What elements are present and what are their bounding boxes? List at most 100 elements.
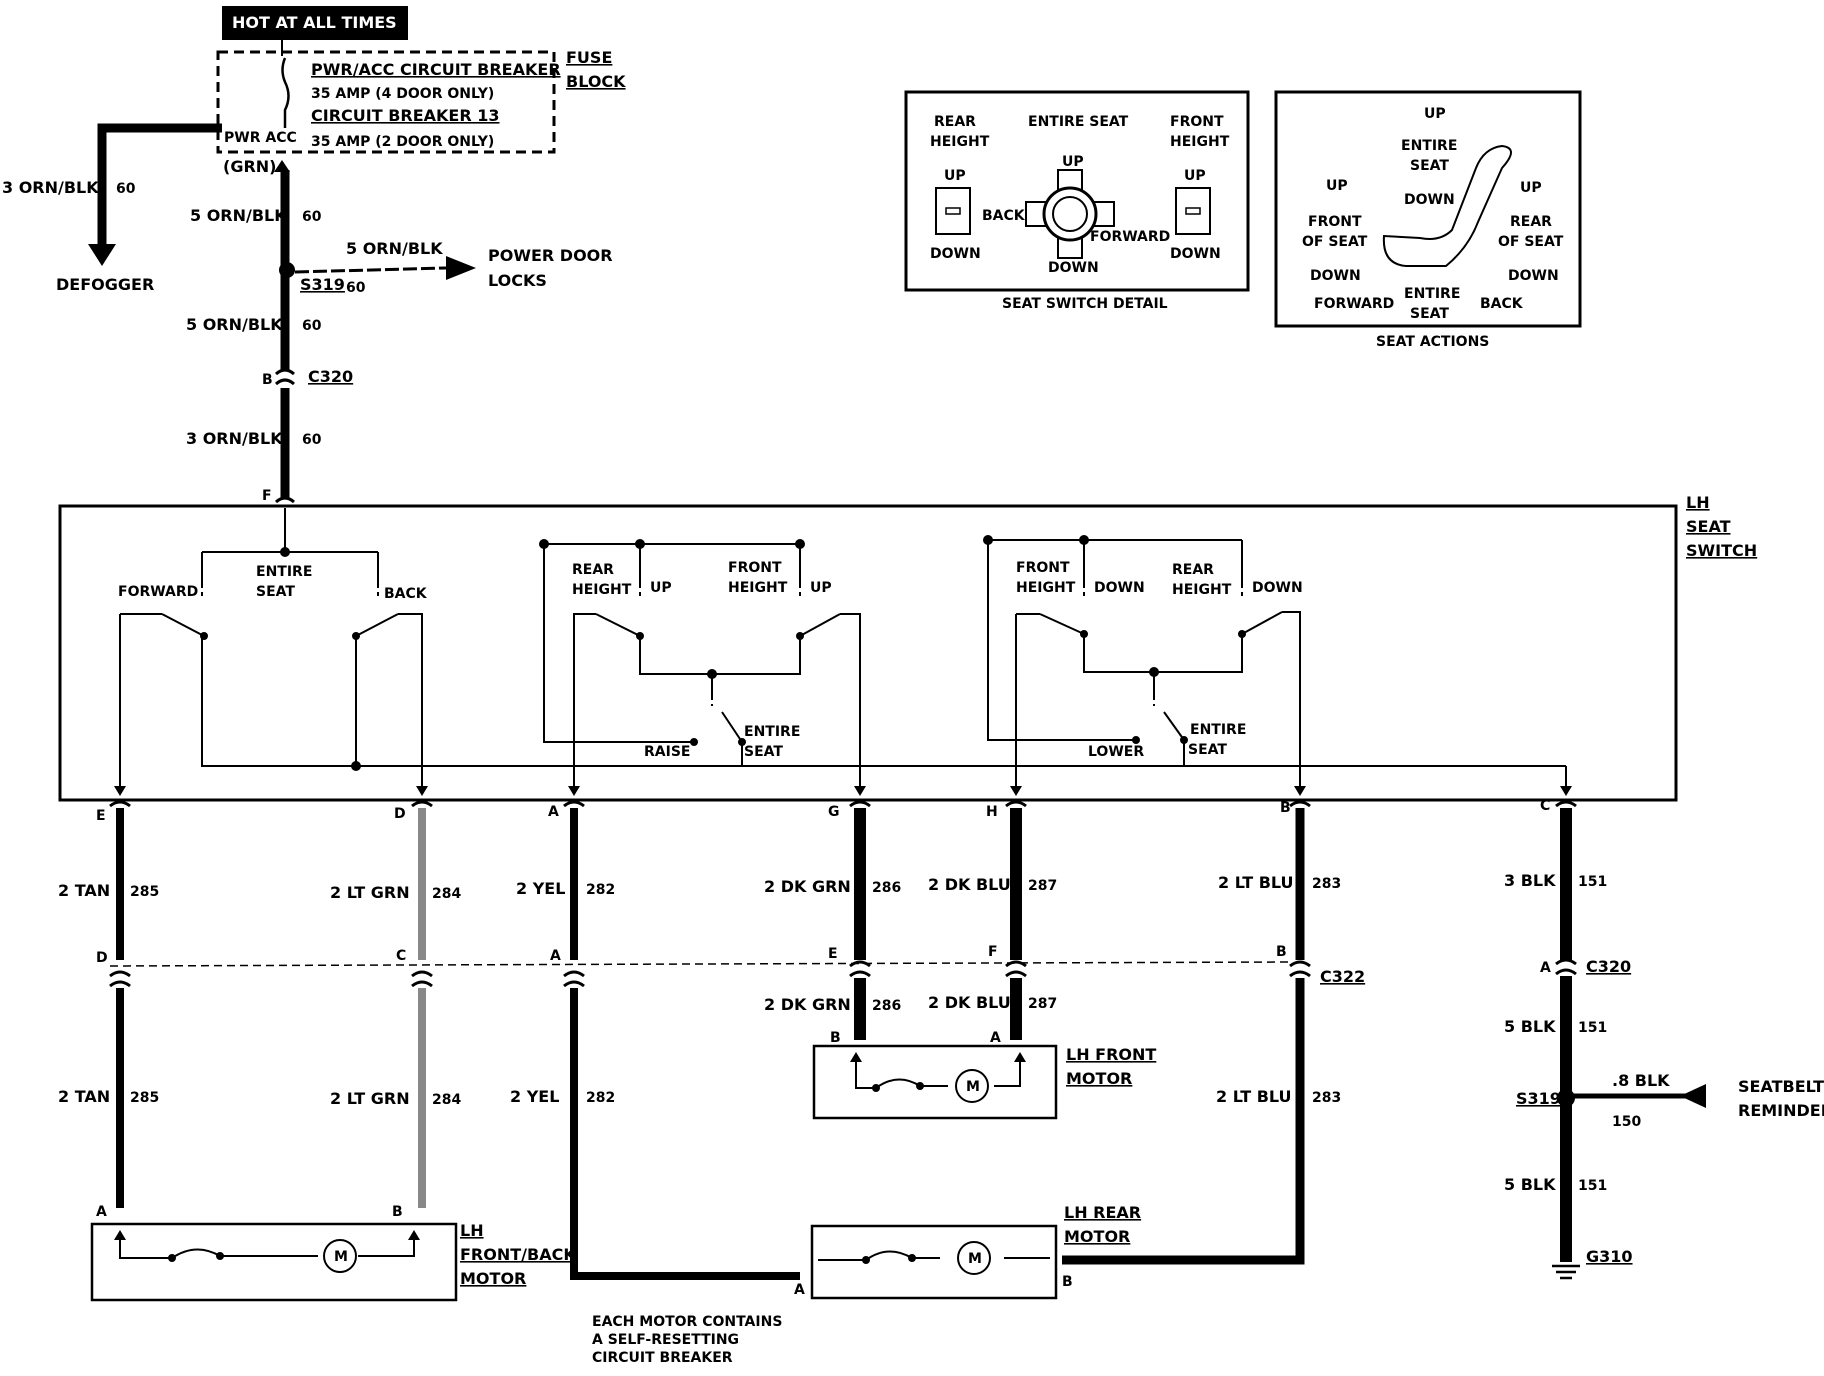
fuse-amp2: 35 AMP (2 DOOR ONLY) (311, 134, 494, 150)
act-entire-bottom: ENTIRE (1404, 286, 1460, 302)
c320-top-label: C320 (308, 367, 353, 386)
fuse-block-box (216, 50, 556, 154)
lh-front-back-motor-box (90, 1222, 458, 1302)
c322-label: C322 (1320, 967, 1365, 986)
sw-seat-3: SEAT (1188, 742, 1227, 758)
s319-lower-label: S319 (1516, 1089, 1561, 1108)
g310-label: G310 (1586, 1247, 1633, 1266)
sw-down-2: DOWN (1252, 580, 1303, 596)
sw-height-4: HEIGHT (1172, 582, 1232, 598)
f-pin: F (262, 488, 272, 504)
c322-pin-b: B (1276, 944, 1287, 960)
blk-ckt-2: 151 (1578, 1020, 1607, 1036)
detail-back: BACK (982, 208, 1026, 224)
c322-pin-c: C (396, 948, 406, 964)
w3-ckt: 60 (302, 432, 322, 448)
ltgrn-label: 2 LT GRN (330, 883, 410, 902)
fuse-block-label-2: BLOCK (566, 72, 626, 91)
yel-ckt-2: 282 (586, 1090, 615, 1106)
seat-outline (1382, 144, 1512, 267)
blk3-label: 3 BLK (1504, 871, 1556, 890)
dkblu-label: 2 DK BLU (928, 875, 1011, 894)
tan-ckt-2: 285 (130, 1090, 159, 1106)
pdl-wire (294, 266, 447, 274)
c320-pin-a: A (1540, 960, 1551, 976)
detail-up-left: UP (944, 168, 966, 184)
switch-down-arrows (114, 786, 1572, 796)
tan-label-2: 2 TAN (58, 1087, 110, 1106)
note-line-2: A SELF-RESETTING (592, 1332, 739, 1348)
front-motor-pin-b: B (830, 1030, 841, 1046)
act-of-seat-right: OF SEAT (1498, 234, 1564, 250)
yel-label: 2 YEL (516, 879, 565, 898)
hot-badge-text: HOT AT ALL TIMES (232, 13, 397, 32)
c322-connector-line (109, 961, 1291, 967)
w2-ckt: 60 (302, 318, 322, 334)
defog-wire-label: 3 ORN/BLK (2, 178, 99, 197)
dkgrn-label: 2 DK GRN (764, 877, 851, 896)
pin-c: C (1540, 798, 1550, 814)
c322-pin-d: D (96, 950, 108, 966)
pdl-arrow (446, 256, 476, 280)
switch-label-3: SWITCH (1686, 541, 1757, 560)
blk-ckt-3: 151 (1578, 1178, 1607, 1194)
pin-d: D (394, 806, 406, 822)
pdl-label-1: POWER DOOR (488, 246, 613, 265)
fb-motor-arrow-a (114, 1230, 126, 1240)
fuse-block-label-1: FUSE (566, 48, 612, 67)
rocker-detail (945, 207, 961, 215)
pin-h: H (986, 804, 998, 820)
dkblu-ckt-2: 287 (1028, 996, 1057, 1012)
fb-motor-internal (119, 1236, 415, 1262)
ground-symbol (1552, 1264, 1580, 1280)
lh-front-motor-box (812, 1044, 1058, 1120)
blk-ckt-1: 151 (1578, 874, 1607, 890)
pin-g: G (828, 804, 840, 820)
switch-label-2: SEAT (1686, 517, 1731, 536)
detail-front-height-2: HEIGHT (1170, 134, 1230, 150)
sw-height-3: HEIGHT (1016, 580, 1076, 596)
ltblu-ckt: 283 (1312, 876, 1341, 892)
ltblu-label-2: 2 LT BLU (1216, 1087, 1292, 1106)
front-motor-m-icon (955, 1069, 989, 1103)
actions-caption: SEAT ACTIONS (1376, 334, 1489, 350)
dkblu-label-2: 2 DK BLU (928, 993, 1011, 1012)
dkblu-ckt: 287 (1028, 878, 1057, 894)
blk5-label-2: 5 BLK (1504, 1175, 1556, 1194)
act-entire-top: ENTIRE (1401, 138, 1457, 154)
front-motor-arrow-a (1014, 1052, 1026, 1062)
sw-forward: FORWARD (118, 584, 198, 600)
ltgrn-label-2: 2 LT GRN (330, 1089, 410, 1108)
sb-label-1: SEATBELT (1738, 1077, 1824, 1096)
sw-front-2: FRONT (1016, 560, 1070, 576)
ltgrn-ckt-2: 284 (432, 1092, 461, 1108)
sb-wire-label: .8 BLK (1612, 1071, 1670, 1090)
dkgrn-label-2: 2 DK GRN (764, 995, 851, 1014)
act-forward: FORWARD (1314, 296, 1394, 312)
rear-motor-m: M (968, 1251, 982, 1267)
blk5-label-1: 5 BLK (1504, 1017, 1556, 1036)
fb-motor-m: M (334, 1249, 348, 1265)
act-down-right: DOWN (1508, 268, 1559, 284)
note-line-3: CIRCUIT BREAKER (592, 1350, 733, 1366)
front-motor-label-1: LH FRONT (1066, 1045, 1156, 1064)
f-connector (275, 496, 295, 504)
fb-motor-label-1: LH (460, 1221, 484, 1240)
act-seat-top: SEAT (1410, 158, 1449, 174)
sw-front-1: FRONT (728, 560, 782, 576)
switch-internal-wiring (119, 508, 1567, 790)
c320-top-connector (275, 368, 295, 386)
sw-entire-2: ENTIRE (744, 724, 800, 740)
defog-ckt: 60 (116, 181, 136, 197)
sw-seat-2: SEAT (744, 744, 783, 760)
act-seat-bottom: SEAT (1410, 306, 1449, 322)
rear-motor-pin-b: B (1062, 1274, 1073, 1290)
front-motor-internal (855, 1058, 1021, 1092)
defogger-arrow (88, 244, 116, 266)
detail-front-height-1: FRONT (1170, 114, 1224, 130)
w3-label: 3 ORN/BLK (186, 429, 283, 448)
sw-down-1: DOWN (1094, 580, 1145, 596)
sw-height-1: HEIGHT (572, 582, 632, 598)
splice-s319-top (279, 262, 295, 278)
fuse-pwr-acc: PWR ACC (224, 130, 297, 146)
